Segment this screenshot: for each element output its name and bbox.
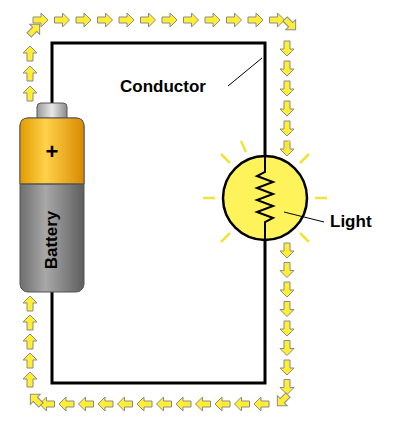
flow-arrow <box>119 13 134 27</box>
flow-arrow <box>280 380 294 395</box>
flow-arrow <box>280 41 294 56</box>
flow-arrow <box>55 13 70 27</box>
flow-arrow <box>24 19 45 40</box>
flow-arrow <box>184 13 199 27</box>
flow-arrow <box>98 397 113 411</box>
flow-arrow <box>280 141 294 156</box>
flow-arrow <box>280 282 294 297</box>
flow-arrow <box>280 81 294 96</box>
flow-arrow <box>280 121 294 136</box>
filament-resistor <box>257 156 273 240</box>
flow-arrow <box>280 321 294 336</box>
flow-arrow <box>254 397 269 411</box>
flow-arrow <box>118 397 133 411</box>
conductor-label: Conductor <box>120 77 206 97</box>
flow-arrow <box>23 353 37 368</box>
flow-arrow <box>280 302 294 317</box>
flow-arrow <box>280 243 294 258</box>
battery-body <box>20 118 84 292</box>
flow-arrow <box>23 296 37 311</box>
light-rays <box>203 141 327 242</box>
flow-arrow <box>272 390 293 411</box>
flow-arrow <box>280 341 294 356</box>
flow-arrow <box>270 13 285 27</box>
flow-arrow <box>227 13 242 27</box>
flow-arrow <box>141 13 156 27</box>
polarity-mark: + <box>46 139 59 165</box>
flow-arrow <box>157 397 172 411</box>
light-bulb <box>223 156 307 240</box>
flow-arrow <box>280 263 294 278</box>
flow-arrow <box>280 14 301 35</box>
battery: + Battery <box>18 102 86 294</box>
battery-cap-band <box>20 118 84 184</box>
flow-arrow <box>235 397 250 411</box>
flow-arrow <box>59 397 74 411</box>
flow-arrow <box>280 360 294 375</box>
flow-arrow <box>23 66 37 81</box>
flow-arrow <box>137 397 152 411</box>
flow-arrow <box>280 101 294 116</box>
flow-arrow <box>25 389 46 410</box>
flow-arrow <box>162 13 177 27</box>
leader-line <box>228 58 262 86</box>
flow-arrow <box>76 13 91 27</box>
flow-arrow <box>176 397 191 411</box>
leader-line <box>284 212 324 222</box>
flow-arrow <box>215 397 230 411</box>
flow-arrow <box>248 13 263 27</box>
flow-arrow <box>23 334 37 349</box>
flow-arrow <box>79 397 94 411</box>
flow-arrow <box>23 372 37 387</box>
flow-arrow <box>280 61 294 76</box>
flow-arrow <box>23 86 37 101</box>
flow-arrow <box>23 46 37 61</box>
flow-arrow <box>23 315 37 330</box>
flow-arrow <box>196 397 211 411</box>
battery-label: Battery <box>42 211 62 270</box>
flow-arrow <box>205 13 220 27</box>
light-label: Light <box>330 212 372 232</box>
flow-arrow <box>98 13 113 27</box>
